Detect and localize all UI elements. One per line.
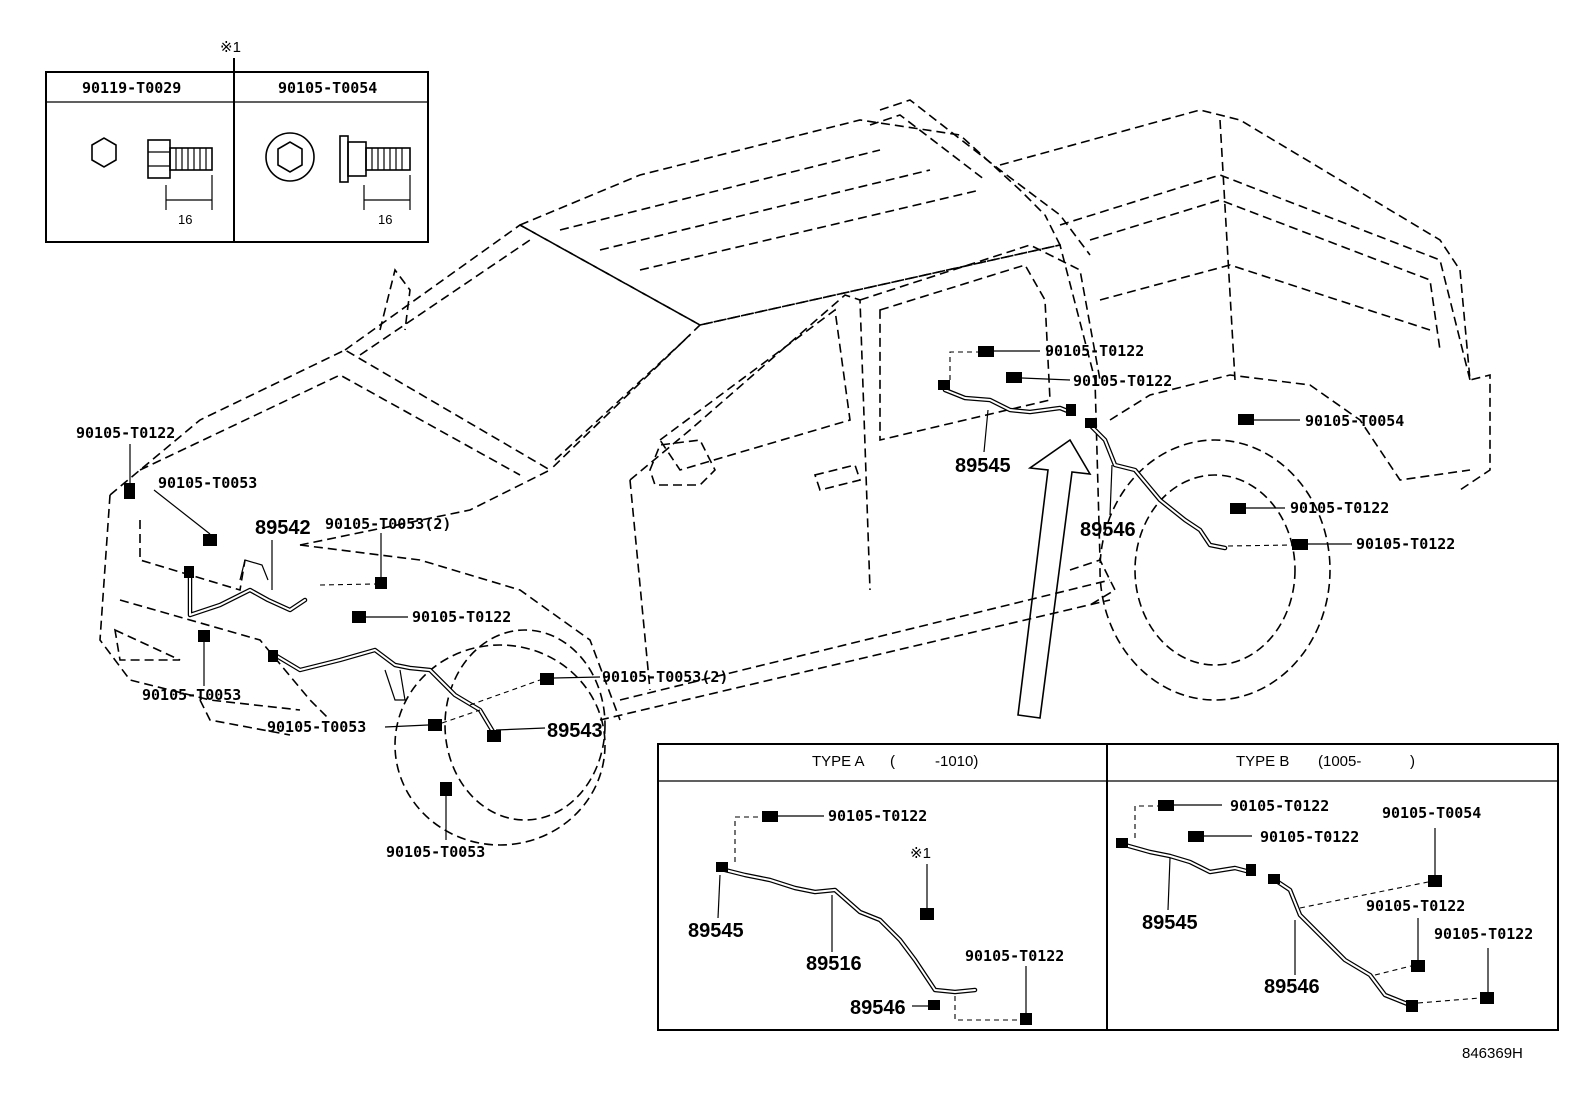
type-a-part-89546: 89546 xyxy=(850,997,906,1019)
bolt-icon xyxy=(1480,992,1494,1004)
flange-bolt-side-icon xyxy=(339,135,411,210)
type-b-header-close: ) xyxy=(1410,753,1415,770)
callout-rear-right-3: 90105-T0122 xyxy=(1356,535,1455,553)
part-89543: 89543 xyxy=(547,720,603,742)
bolt-icon xyxy=(1230,503,1246,514)
part-89546: 89546 xyxy=(1080,519,1136,541)
bolt-icon xyxy=(540,673,554,685)
bolt-icon xyxy=(762,811,778,822)
bolt-icon xyxy=(1292,539,1308,550)
callout-front-mid-2x: 90105-T0053(2) xyxy=(325,515,451,533)
callout-rear-right-1: 90105-T0054 xyxy=(1305,412,1404,430)
inset-part-90119-t0029: 90119-T0029 xyxy=(82,79,181,97)
hex-bolt-head-icon xyxy=(91,137,117,168)
rear-harness-89545 xyxy=(938,346,1076,453)
bolt-side-icon xyxy=(147,139,213,210)
callout-front-mid-t0122: 90105-T0122 xyxy=(412,608,511,626)
callout-wheel-2x: 90105-T0053(2) xyxy=(602,668,728,686)
inset-dim-left: 16 xyxy=(178,212,192,227)
bolt-icon xyxy=(1158,800,1174,811)
inset-note-marker: ※1 xyxy=(220,39,241,56)
type-b-header-range: (1005- xyxy=(1318,753,1361,770)
type-b-bolt-3: 90105-T0054 xyxy=(1382,804,1481,822)
truck-outline xyxy=(99,99,1491,846)
part-89542: 89542 xyxy=(255,517,311,539)
bolt-icon xyxy=(1020,1013,1032,1025)
type-variants-box xyxy=(657,743,1559,1031)
type-a-header-open: ( xyxy=(890,753,895,770)
bolt-icon xyxy=(198,630,210,642)
type-a-bolt-top: 90105-T0122 xyxy=(828,807,927,825)
type-a-panel: TYPE A ( -1010) 90105-T0122 ※1 90105-T01… xyxy=(688,753,1064,1025)
bolt-icon xyxy=(375,577,387,589)
bolt-icon xyxy=(1428,875,1442,887)
callout-front-lower-mid: 90105-T0053 xyxy=(267,718,366,736)
fastener-inset: ※1 90119-T0029 90105-T0054 16 xyxy=(45,39,429,243)
callout-rear-right-2: 90105-T0122 xyxy=(1290,499,1389,517)
bolt-icon xyxy=(978,346,994,357)
bolt-icon xyxy=(124,483,135,499)
bolt-icon xyxy=(440,782,452,796)
callout-top-rear-2: 90105-T0122 xyxy=(1073,372,1172,390)
type-b-header-label: TYPE B xyxy=(1236,753,1289,770)
front-harness xyxy=(124,444,601,840)
type-a-part-89545: 89545 xyxy=(688,920,744,942)
type-a-note-marker: ※1 xyxy=(910,845,931,862)
bolt-icon xyxy=(203,534,217,546)
callout-front-left-top: 90105-T0122 xyxy=(76,424,175,442)
type-b-bolt-1: 90105-T0122 xyxy=(1230,797,1329,815)
bolt-icon xyxy=(352,611,366,623)
type-b-bolt-5: 90105-T0122 xyxy=(1434,925,1533,943)
bolt-icon xyxy=(1411,960,1425,972)
rear-harness-89546 xyxy=(1085,414,1352,551)
bolt-icon xyxy=(428,719,442,731)
callout-front-bottom: 90105-T0053 xyxy=(386,843,485,861)
bolt-icon xyxy=(920,908,934,920)
inset-dim-right: 16 xyxy=(378,212,392,227)
type-b-bolt-2: 90105-T0122 xyxy=(1260,828,1359,846)
flange-bolt-head-icon xyxy=(265,132,315,182)
bolt-icon xyxy=(1238,414,1254,425)
type-b-panel: TYPE B (1005- ) 90105-T0122 90105-T0122 … xyxy=(1116,753,1533,1012)
callout-top-rear-1: 90105-T0122 xyxy=(1045,342,1144,360)
inset-part-90105-t0054: 90105-T0054 xyxy=(278,79,377,97)
type-b-part-89546: 89546 xyxy=(1264,976,1320,998)
bolt-icon xyxy=(1188,831,1204,842)
type-b-bolt-4: 90105-T0122 xyxy=(1366,897,1465,915)
view-arrow xyxy=(1017,438,1092,719)
type-a-bolt-right: 90105-T0122 xyxy=(965,947,1064,965)
type-b-part-89545: 89545 xyxy=(1142,912,1198,934)
type-a-part-89516: 89516 xyxy=(806,953,862,975)
part-89545: 89545 xyxy=(955,455,1011,477)
callout-front-lower-left: 90105-T0053 xyxy=(142,686,241,704)
type-a-header-label: TYPE A xyxy=(812,753,865,770)
type-a-header-range: -1010) xyxy=(935,753,978,770)
callout-front-left-2: 90105-T0053 xyxy=(158,474,257,492)
figure-id: 846369H xyxy=(1462,1045,1523,1062)
bolt-icon xyxy=(1006,372,1022,383)
